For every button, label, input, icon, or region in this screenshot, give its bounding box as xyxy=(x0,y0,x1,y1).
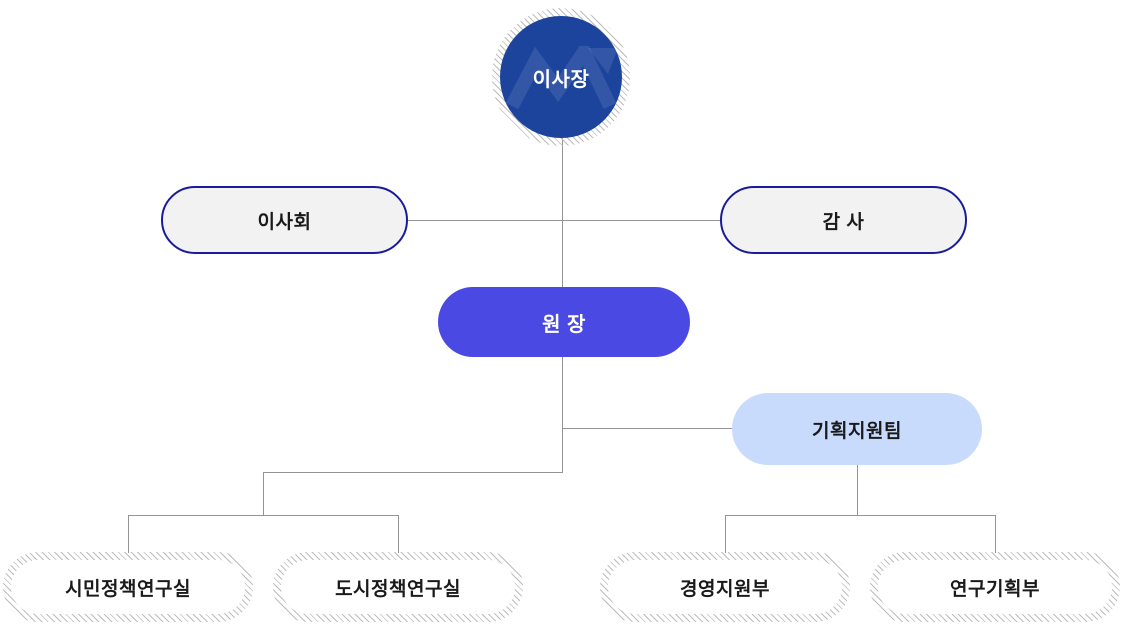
dept-urban-policy-inner: 도시정책연구실 xyxy=(281,560,515,614)
dept-research-planning-label: 연구기획부 xyxy=(950,578,1040,600)
planning-team-label: 기획지원팀 xyxy=(812,420,902,442)
connector-to-planning-team xyxy=(562,428,732,429)
dept-citizen-policy-node: 시민정책연구실 xyxy=(3,552,253,622)
auditor-label: 감 사 xyxy=(822,211,865,233)
dept-research-planning-node: 연구기획부 xyxy=(870,552,1120,622)
chairman-circle: 이사장 xyxy=(500,16,622,138)
dept-urban-policy-node: 도시정책연구실 xyxy=(273,552,523,622)
logo-watermark-icon xyxy=(506,46,618,110)
connector-right-split xyxy=(725,515,996,516)
chairman-node: 이사장 xyxy=(492,8,630,146)
board-label: 이사회 xyxy=(257,211,312,233)
connector-dept3-drop xyxy=(725,515,726,553)
connector-team-stem xyxy=(857,465,858,516)
auditor-node: 감 사 xyxy=(720,186,967,254)
connector-dept4-drop xyxy=(995,515,996,553)
dept-management-support-label: 경영지원부 xyxy=(680,578,770,600)
connector-board-auditor xyxy=(408,220,720,221)
dept-urban-policy-label: 도시정책연구실 xyxy=(335,578,461,600)
chairman-label: 이사장 xyxy=(532,68,590,91)
connector-left-split xyxy=(128,515,399,516)
dept-management-support-node: 경영지원부 xyxy=(600,552,850,622)
connector-left-horizontal xyxy=(263,472,563,473)
connector-president-down xyxy=(562,357,563,473)
president-label: 원 장 xyxy=(542,313,586,336)
connector-chairman-president xyxy=(562,138,563,288)
dept-citizen-policy-label: 시민정책연구실 xyxy=(65,578,191,600)
planning-team-node: 기획지원팀 xyxy=(732,393,982,465)
dept-research-planning-inner: 연구기획부 xyxy=(878,560,1112,614)
connector-dept1-drop xyxy=(128,515,129,553)
connector-dept2-drop xyxy=(398,515,399,553)
dept-citizen-policy-inner: 시민정책연구실 xyxy=(11,560,245,614)
board-node: 이사회 xyxy=(161,186,408,254)
president-node: 원 장 xyxy=(438,287,690,357)
connector-left-stem xyxy=(263,472,264,516)
dept-management-support-inner: 경영지원부 xyxy=(608,560,842,614)
